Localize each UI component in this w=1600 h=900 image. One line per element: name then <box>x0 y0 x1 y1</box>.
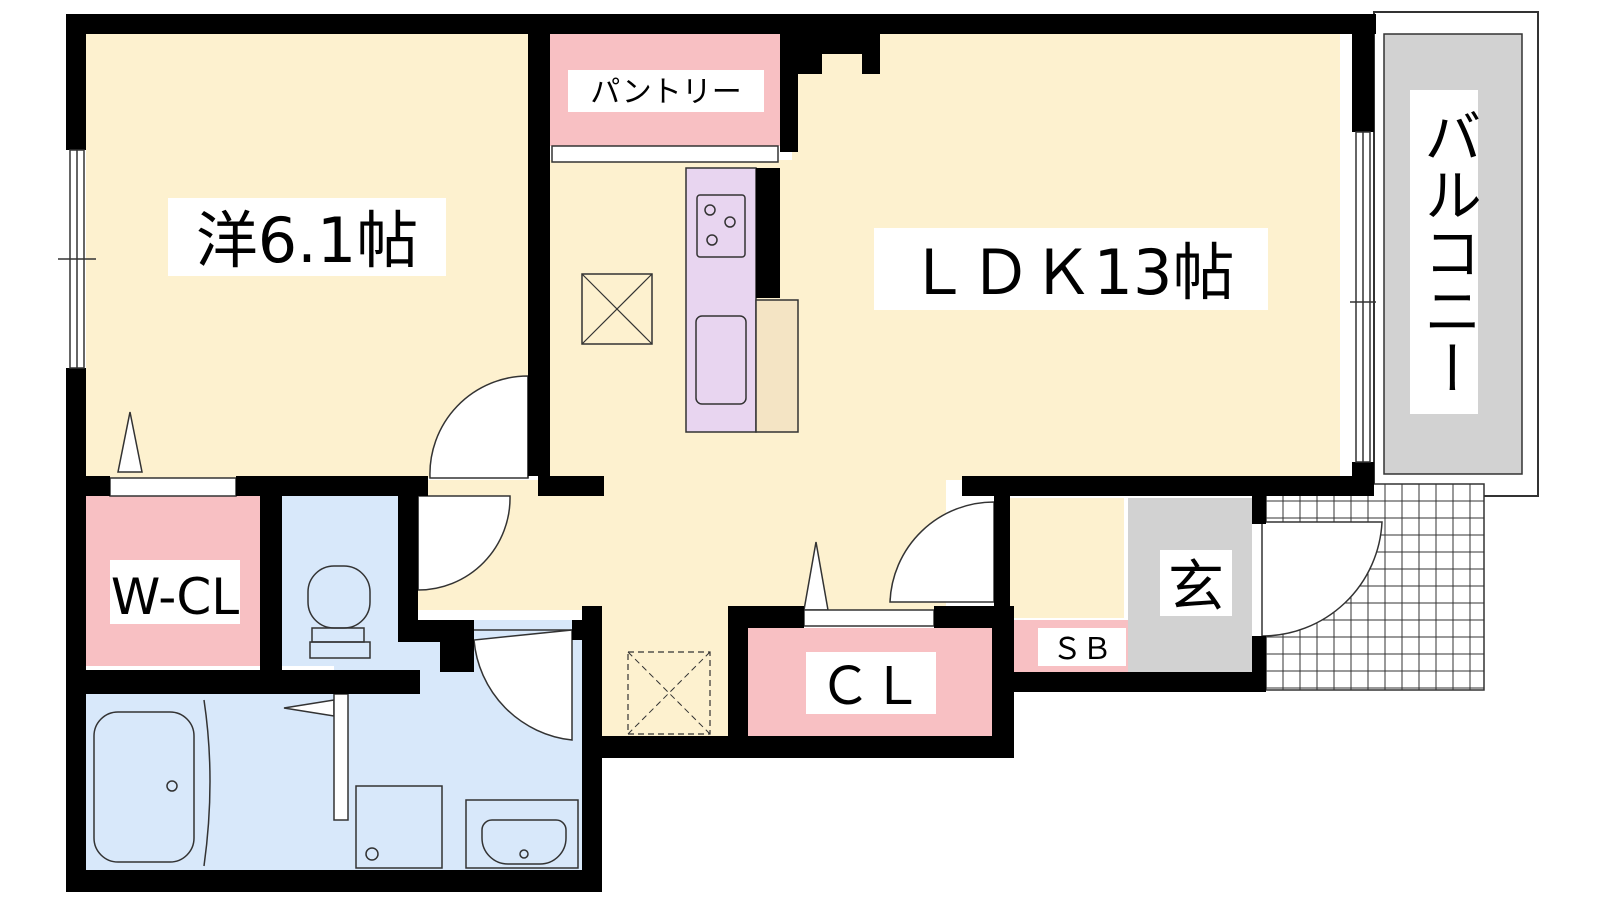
western-room-label: 洋6.1帖 <box>168 198 446 277</box>
kitchen-counter-side <box>755 299 799 433</box>
kitchen-unit <box>685 167 799 433</box>
washing-machine-icon <box>355 785 443 869</box>
door-swing-icon <box>889 501 995 603</box>
entrance-label: 玄 <box>1160 550 1232 620</box>
svg-text:ＳＢ: ＳＢ <box>1052 632 1112 667</box>
svg-text:パントリー: パントリー <box>590 75 742 110</box>
svg-text:玄: 玄 <box>1168 555 1224 620</box>
stove-icon <box>696 194 746 258</box>
storage-cross-icon <box>627 651 711 735</box>
svg-text:ＣＬ: ＣＬ <box>819 657 923 717</box>
walls <box>66 14 1376 892</box>
svg-text:ＬＤＫ13帖: ＬＤＫ13帖 <box>908 236 1235 309</box>
window-icon <box>1350 131 1376 463</box>
pantry-label: パントリー <box>568 70 764 112</box>
window-icon <box>58 149 96 369</box>
svg-text:W-CL: W-CL <box>111 568 239 626</box>
sb-label: ＳＢ <box>1038 628 1126 667</box>
storage-cross-icon <box>581 273 653 345</box>
door-marker-icon <box>117 411 829 717</box>
door-swing-icon <box>473 629 573 741</box>
entry-hall-floor <box>996 498 1124 618</box>
ldk-top-floor <box>880 34 1340 74</box>
toilet-icon <box>307 565 371 659</box>
kitchen-sink-icon <box>695 315 747 405</box>
washbasin-icon <box>465 799 579 869</box>
ldk-label: ＬＤＫ13帖 <box>874 228 1268 310</box>
cl-label: ＣＬ <box>806 652 936 717</box>
balcony-label-text: バルコニー <box>1414 107 1482 397</box>
wcl-label: W-CL <box>110 560 240 626</box>
balcony-label: バルコニー <box>1410 90 1482 414</box>
svg-text:洋6.1帖: 洋6.1帖 <box>196 204 419 277</box>
bathtub-icon <box>93 699 211 867</box>
door-swing-icon <box>1261 521 1383 637</box>
hallway-lower-floor <box>600 606 730 740</box>
